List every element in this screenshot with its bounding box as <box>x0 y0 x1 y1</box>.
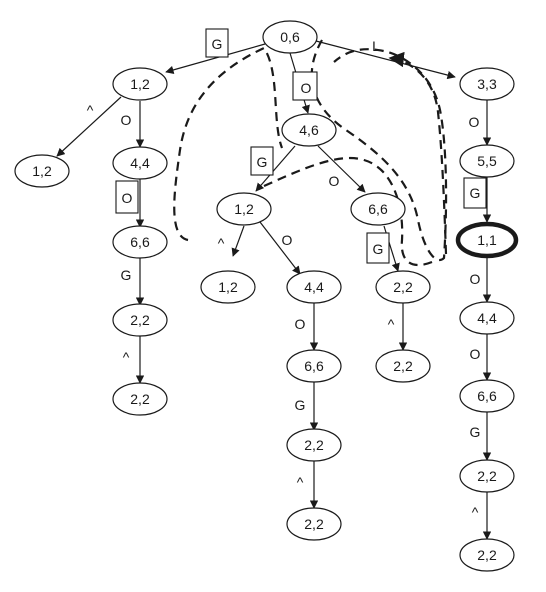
tree-node <box>375 270 431 304</box>
tree-node <box>459 379 515 413</box>
tree-node <box>112 146 168 180</box>
edge-l_a-l_b <box>56 96 122 157</box>
tree-node-label: 6,6 <box>368 201 388 217</box>
tree-node <box>286 507 342 541</box>
tree-node-label: 2,2 <box>304 516 324 532</box>
edge-label-l_a-l_c: O <box>121 112 132 128</box>
edge-label-m_e-m_f: G <box>295 397 306 413</box>
tree-node-label: 6,6 <box>130 234 150 250</box>
dashed-path-left-loop <box>173 46 284 242</box>
edge-label-m_a-n_a: O <box>329 173 340 189</box>
tree-node-label: 2,2 <box>477 547 497 563</box>
tree-node-label: 1,2 <box>218 279 238 295</box>
edge-label-m_d-m_e: O <box>295 316 306 332</box>
edge-m_a-m_b <box>255 145 296 192</box>
boxed-label-frame <box>366 232 390 264</box>
boxed-label-frame <box>292 71 318 101</box>
tree-edges <box>56 40 492 540</box>
tree-node-label: 4,4 <box>304 279 324 295</box>
tree-node <box>14 154 70 188</box>
tree-node-label: 6,6 <box>477 388 497 404</box>
edge-label-root-l_a: G <box>212 36 223 52</box>
tree-node-label: 1,2 <box>234 201 254 217</box>
tree-node <box>281 113 337 147</box>
boxed-label-frame <box>463 177 487 209</box>
tree-node <box>459 459 515 493</box>
tree-node <box>375 349 431 383</box>
edge-label-r_d-r_e: O <box>470 346 481 362</box>
tree-node-label: 6,6 <box>304 358 324 374</box>
edge-label-n_b-n_c: ^ <box>388 316 395 332</box>
tree-node <box>286 428 342 462</box>
tree-node <box>112 303 168 337</box>
dashed-path-inner-loop <box>310 39 448 261</box>
tree-node <box>286 270 342 304</box>
tree-node <box>200 270 256 304</box>
edge-label-root-m_a: O <box>301 80 312 96</box>
edge-label-r_b-r_c: G <box>470 185 481 201</box>
tree-node-label: 5,5 <box>477 153 497 169</box>
tree-node-label: 2,2 <box>130 391 150 407</box>
edge-label-m_f-m_g: ^ <box>297 474 304 490</box>
tree-node-label: 3,3 <box>477 76 497 92</box>
boxed-label-frame <box>250 146 274 176</box>
tree-node-root <box>262 20 318 54</box>
edge-label-m_a-m_b: G <box>257 154 268 170</box>
edge-label-m_b-m_d: O <box>282 232 293 248</box>
edge-label-l_d-l_e: G <box>121 267 132 283</box>
edge-label-n_a-n_b: G <box>373 241 384 257</box>
tree-node <box>112 67 168 101</box>
edge-labels: G O L ^ O O G ^ G O ^ O O G ^ G ^ O G O … <box>87 28 487 520</box>
tree-node <box>112 382 168 416</box>
boxed-label-frame <box>115 180 139 214</box>
tree-node-label: 2,2 <box>130 312 150 328</box>
tree-node <box>112 225 168 259</box>
dashed-path-middle-loop <box>263 156 433 267</box>
tree-nodes: 0,6 1,2 1,2 4,4 6,6 2,2 2,2 4,6 1,2 1,2 … <box>14 20 519 572</box>
tree-node-label: 4,4 <box>130 155 150 171</box>
tree-node <box>459 301 515 335</box>
edge-label-r_f-r_g: ^ <box>472 504 479 520</box>
edge-label-l_a-l_b: ^ <box>87 102 94 118</box>
tree-node-label: 4,4 <box>477 310 497 326</box>
edge-root-r_a <box>315 40 456 80</box>
boxed-label-frame <box>205 28 229 58</box>
edge-label-m_b-m_c: ^ <box>218 235 225 251</box>
tree-node <box>459 144 515 178</box>
tree-node <box>216 192 272 226</box>
edge-label-r_a-r_b: O <box>469 114 480 130</box>
tree-node-label: 1,2 <box>32 163 52 179</box>
tree-node-label: 0,6 <box>280 29 300 45</box>
tree-node-label: 2,2 <box>477 468 497 484</box>
edge-m_b-m_c <box>231 225 245 257</box>
tree-node-label: 4,6 <box>299 122 319 138</box>
tree-node-highlighted <box>455 221 519 259</box>
tree-node-label: 2,2 <box>304 437 324 453</box>
edge-m_a-n_a <box>317 145 366 193</box>
edge-label-r_e-r_f: G <box>470 424 481 440</box>
tree-node-label: 2,2 <box>393 279 413 295</box>
edge-m_b-m_d <box>259 221 301 275</box>
edge-label-r_c-r_d: O <box>470 271 481 287</box>
tree-node <box>350 192 406 226</box>
edge-root-l_a <box>165 43 266 74</box>
edge-label-l_c-l_d: O <box>122 190 133 206</box>
tree-node-label: 2,2 <box>393 358 413 374</box>
tree-node <box>286 349 342 383</box>
tree-node-label: 1,2 <box>130 76 150 92</box>
tree-node-label: 1,1 <box>477 232 497 248</box>
edge-label-root-r_a: L <box>372 38 380 54</box>
edge-label-l_e-l_f: ^ <box>123 349 130 365</box>
tree-node <box>459 67 515 101</box>
tree-node <box>459 538 515 572</box>
